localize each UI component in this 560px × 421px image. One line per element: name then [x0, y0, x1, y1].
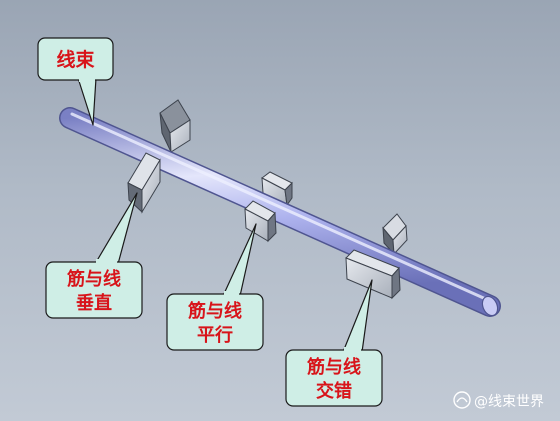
- rib-back-left: [159, 99, 191, 153]
- callout-perpendicular-line1: 筋与线: [67, 268, 121, 290]
- callout-crossing-line1: 筋与线: [307, 356, 361, 378]
- callout-parallel-line1: 筋与线: [188, 300, 242, 322]
- watermark: @线束世界: [453, 391, 544, 410]
- watermark-text: @线束世界: [474, 394, 544, 410]
- watermark-logo-icon: [453, 391, 471, 409]
- callout-bundle-label: 线束: [56, 48, 95, 71]
- rib-crossing: [345, 249, 401, 300]
- callout-crossing: 筋与线 交错: [285, 279, 383, 407]
- rib-back-right: [382, 213, 408, 256]
- wire-harness-tube: [59, 107, 501, 317]
- callout-crossing-line2: 交错: [316, 380, 352, 402]
- rib-parallel: [244, 200, 277, 243]
- callout-bundle: 线束: [37, 37, 114, 126]
- callout-parallel-line2: 平行: [197, 324, 233, 346]
- callout-parallel: 筋与线 平行: [166, 223, 264, 351]
- callout-perpendicular-line2: 垂直: [76, 292, 112, 314]
- callout-perpendicular: 筋与线 垂直: [45, 192, 143, 319]
